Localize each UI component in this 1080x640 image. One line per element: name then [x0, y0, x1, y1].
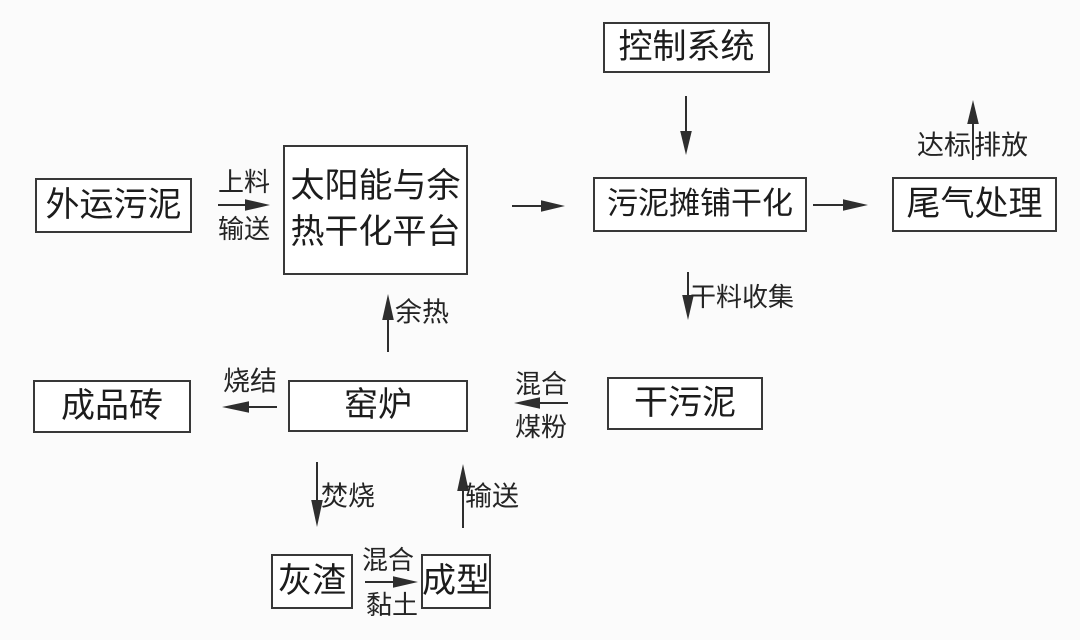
- arrow-ash-to-forming-right: [365, 576, 418, 588]
- edge-label-mixed-coal-top: 混合: [514, 370, 568, 400]
- edge-label-discharge-right: 排放: [974, 130, 1028, 162]
- node-sludge-spreading-drying-label: 污泥摊铺干化: [607, 185, 793, 222]
- arrow-solar-to-spreading-right: [512, 200, 565, 212]
- arrow-dry-collection-down: [682, 272, 694, 320]
- edge-label-feed-top: 上料: [217, 168, 271, 198]
- node-tail-gas-treatment-label: 尾气处理: [906, 183, 1043, 224]
- node-forming: 成型: [421, 554, 491, 609]
- arrow-control-to-spreading-down: [680, 96, 692, 155]
- node-forming-label: 成型: [422, 560, 490, 601]
- node-solar-waste-heat-drying-platform: 太阳能与余 热干化平台: [283, 145, 468, 275]
- node-finished-brick: 成品砖: [33, 380, 191, 433]
- edge-label-mixed-coal-bottom: 煤粉: [514, 413, 568, 443]
- node-finished-brick-label: 成品砖: [61, 385, 163, 426]
- arrow-kiln-to-brick-left: [222, 401, 277, 413]
- edge-label-incineration: 焚烧: [321, 481, 375, 513]
- node-outsourced-sludge-label: 外运污泥: [45, 184, 182, 225]
- node-sludge-spreading-drying: 污泥摊铺干化: [593, 177, 807, 232]
- node-dry-sludge: 干污泥: [607, 377, 763, 430]
- arrow-waste-heat-up: [382, 294, 394, 352]
- edge-label-mixed-clay-bottom: 黏土: [365, 591, 419, 621]
- edge-label-mixed-clay-top: 混合: [361, 546, 415, 576]
- edge-label-feed-bottom: 输送: [217, 215, 271, 245]
- edge-label-conveying: 输送: [465, 481, 519, 513]
- node-solar-platform-line2: 热干化平台: [290, 212, 461, 252]
- arrow-dry-sludge-to-kiln-left: [514, 397, 568, 409]
- arrow-feed-conveying-right: [218, 199, 270, 211]
- node-solar-platform-line1: 太阳能与余: [290, 166, 461, 207]
- edge-label-discharge-left: 达标: [917, 130, 971, 162]
- edge-label-dry-material-collection: 干料收集: [689, 283, 795, 313]
- node-outsourced-sludge: 外运污泥: [35, 178, 192, 233]
- node-dry-sludge-label: 干污泥: [634, 382, 736, 423]
- node-ash-residue-label: 灰渣: [278, 560, 346, 601]
- arrow-kiln-to-ash-down: [311, 462, 323, 527]
- arrow-discharge-up: [967, 100, 979, 160]
- edge-label-waste-heat: 余热: [395, 297, 449, 329]
- node-control-system: 控制系统: [603, 22, 770, 73]
- node-kiln: 窑炉: [288, 380, 468, 432]
- edge-label-sintering: 烧结: [223, 366, 277, 398]
- node-tail-gas-treatment: 尾气处理: [892, 177, 1057, 232]
- arrow-forming-to-kiln-up: [457, 464, 469, 528]
- node-kiln-label: 窑炉: [344, 385, 412, 426]
- node-ash-residue: 灰渣: [271, 554, 353, 609]
- arrow-spreading-to-tailgas-right: [813, 199, 868, 211]
- node-control-system-label: 控制系统: [618, 26, 755, 67]
